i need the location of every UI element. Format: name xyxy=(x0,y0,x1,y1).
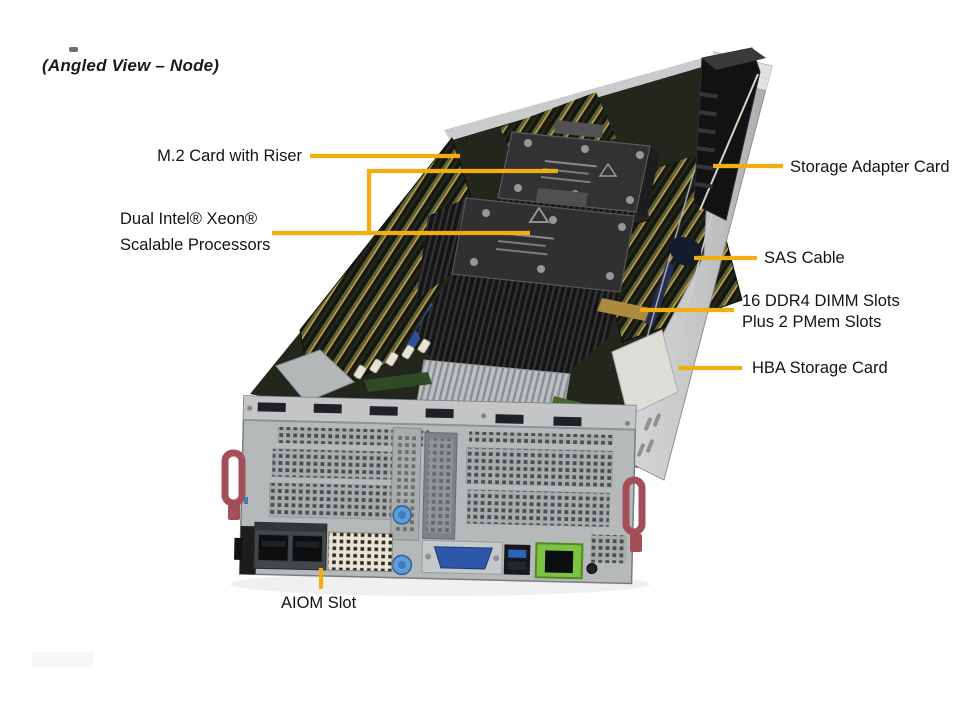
callout-line-dual-cpu xyxy=(272,168,558,236)
label-hba-storage-card: HBA Storage Card xyxy=(752,359,888,377)
latch-right xyxy=(622,476,646,552)
label-m2-card-with-riser: M.2 Card with Riser xyxy=(157,147,302,165)
latch-left xyxy=(221,449,248,520)
perf-band-upper-left xyxy=(271,448,393,480)
label-dual-xeon-line2: Scalable Processors xyxy=(120,236,271,254)
hba-bracket xyxy=(611,329,679,417)
aiom-grille xyxy=(327,531,394,573)
storage-card-slots xyxy=(694,92,718,189)
label-sas-cable: SAS Cable xyxy=(764,249,845,267)
vga-port xyxy=(421,539,504,575)
figure-title: (Angled View – Node) xyxy=(42,56,220,75)
vent-strip-left xyxy=(276,426,430,447)
label-dimm-slots-line2: Plus 2 PMem Slots xyxy=(742,313,882,331)
vent-strip-right xyxy=(468,431,614,446)
label-storage-adapter-card: Storage Adapter Card xyxy=(790,158,950,176)
cpu-rear-side xyxy=(636,146,660,218)
callout-lines xyxy=(272,153,783,589)
faint-watermark xyxy=(32,652,94,667)
id-button xyxy=(586,563,598,575)
perf-band-upper-right xyxy=(465,447,614,488)
label-dimm-slots-line1: 16 DDR4 DIMM Slots xyxy=(742,292,900,310)
label-dual-xeon-processors: Dual Intel® Xeon® Scalable Processors xyxy=(120,206,270,258)
dimm-latches xyxy=(353,338,431,380)
sfp-ports xyxy=(253,521,328,571)
cpu-front-tab xyxy=(536,188,588,206)
panel-left-step xyxy=(239,525,257,575)
cpu-front-fins-left xyxy=(416,198,466,300)
crop-artifact xyxy=(69,47,78,52)
heatpipe-gold xyxy=(597,298,650,321)
usb-ports xyxy=(503,544,531,576)
flange-connectors xyxy=(257,402,582,427)
sas-cable xyxy=(669,237,702,267)
label-dual-xeon-line1: Dual Intel® Xeon® xyxy=(120,210,258,228)
perf-band-lower-left xyxy=(268,482,393,520)
perf-small-right xyxy=(590,534,627,564)
storage-adapter-card xyxy=(693,47,766,221)
pcb-green-strip xyxy=(364,372,432,392)
cpu-rear-tab xyxy=(554,120,604,138)
ethernet-port xyxy=(534,542,584,580)
perf-band-lower-right xyxy=(466,489,611,528)
thumbscrew-upper xyxy=(392,505,412,525)
front-panel xyxy=(233,395,637,585)
riser-bracket-left xyxy=(275,349,355,403)
label-aiom-slot: AIOM Slot xyxy=(281,594,357,612)
label-dimm-slots: 16 DDR4 DIMM Slots Plus 2 PMem Slots xyxy=(742,291,900,333)
thumbscrew-lower xyxy=(391,554,413,576)
panel-left-tab xyxy=(233,537,243,560)
cpu-heatsink-rear xyxy=(497,131,651,213)
cpu-heatsink-front xyxy=(451,197,635,293)
